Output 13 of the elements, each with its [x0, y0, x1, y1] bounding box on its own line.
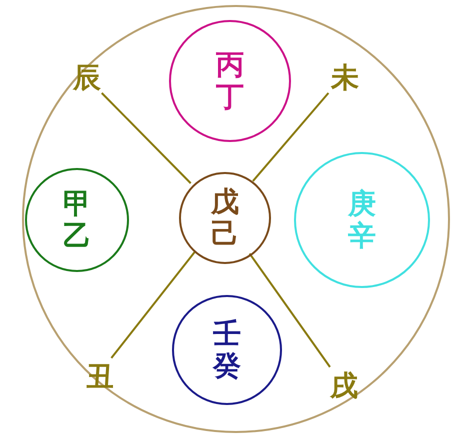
connector-line [248, 252, 331, 368]
branch-label: 辰 [70, 61, 104, 95]
connector-line [101, 92, 192, 184]
outer-circle [22, 5, 450, 433]
stem-circle: 甲乙 [25, 168, 129, 272]
connector-line [110, 252, 196, 359]
stem-circle: 丙丁 [169, 20, 291, 142]
stem-circle: 壬癸 [172, 295, 282, 405]
stem-circle: 戊己 [179, 172, 271, 264]
stem-circle: 庚辛 [294, 152, 430, 288]
branch-label: 戌 [327, 369, 361, 403]
branch-label: 未 [328, 61, 362, 95]
connector-line [252, 92, 330, 182]
